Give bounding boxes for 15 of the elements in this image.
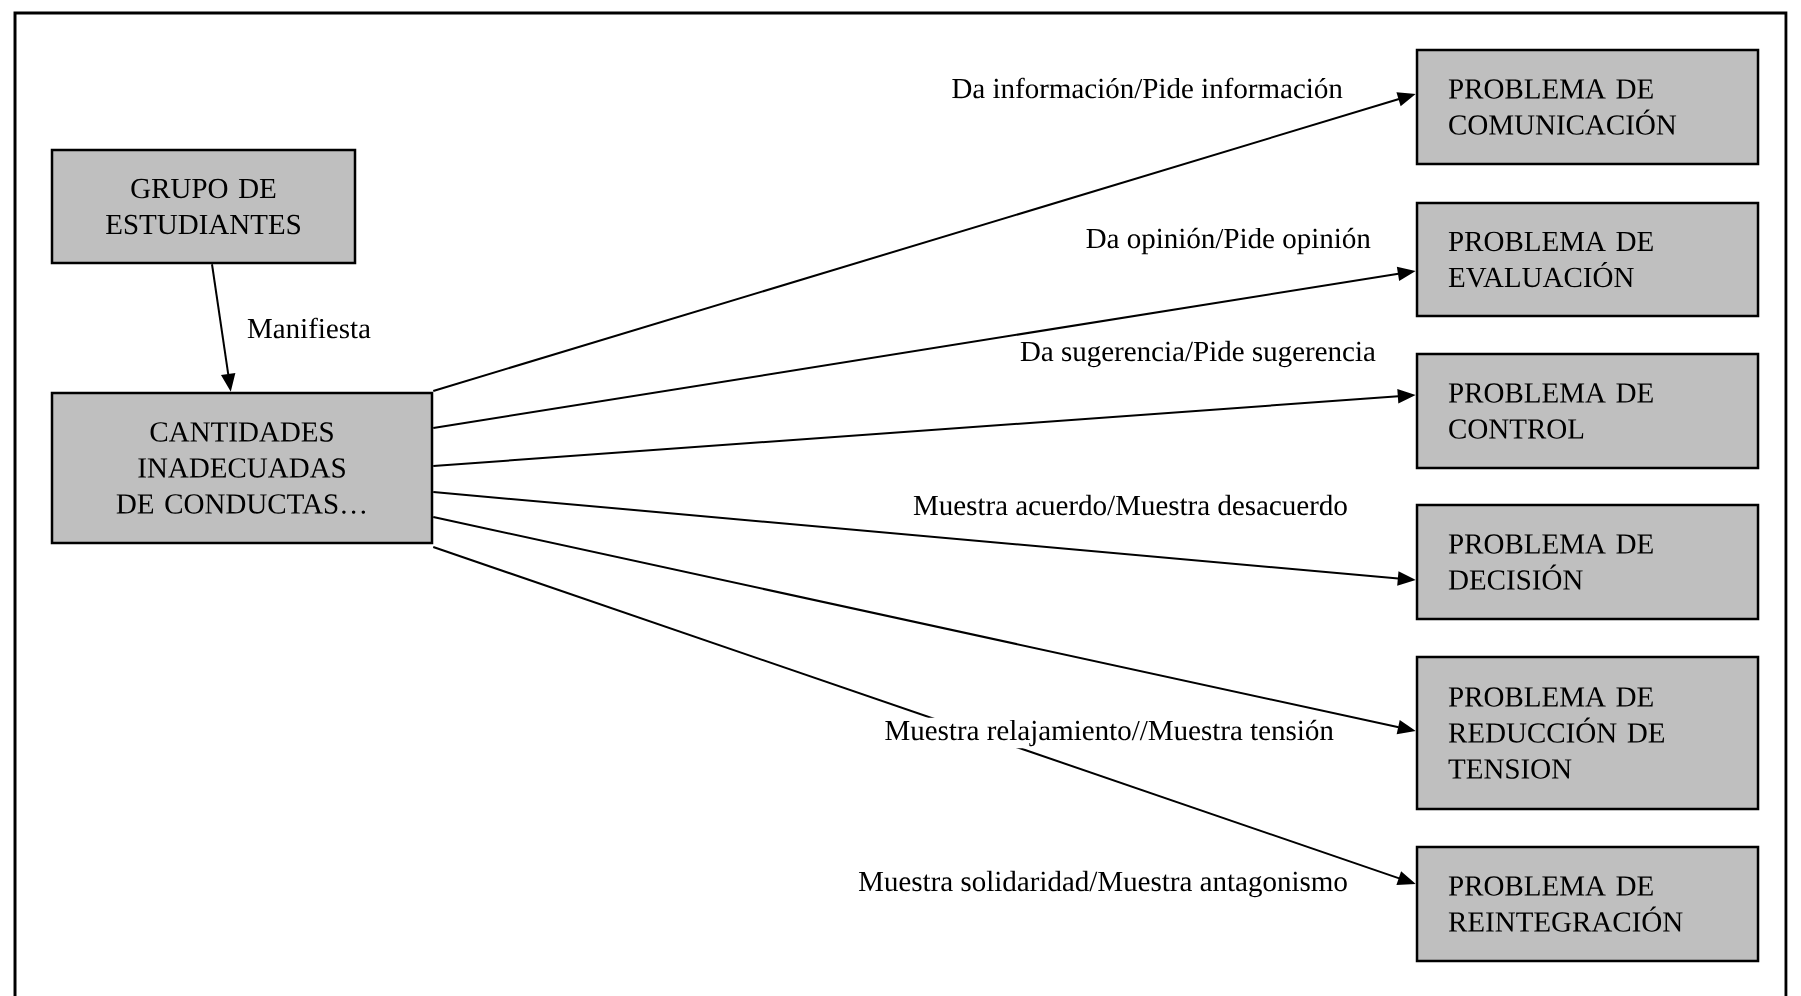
- edge-label: Da opinión/Pide opinión: [1083, 225, 1373, 257]
- problem-box: PROBLEMA DE EVALUACIÓN: [1415, 201, 1760, 318]
- edge-label: Da información/Pide información: [949, 75, 1345, 101]
- problem-box: PROBLEMA DE REDUCCIÓN DE TENSION: [1415, 655, 1760, 811]
- edge-label: Muestra solidaridad/Muestra antagonismo: [856, 868, 1350, 900]
- problem-box: CANTIDADES INADECUADAS DE CONDUCTAS…: [50, 391, 434, 545]
- edge-label: Muestra relajamiento//Muestra tensión: [882, 717, 1336, 749]
- problem-box: GRUPO DE ESTUDIANTES: [50, 148, 357, 265]
- problem-box: PROBLEMA DE CONTROL: [1415, 352, 1760, 470]
- edge-label: Manifiesta: [244, 315, 373, 341]
- problem-box: PROBLEMA DE REINTEGRACIÓN: [1415, 845, 1760, 963]
- edge-label: Muestra acuerdo/Muestra desacuerdo: [911, 492, 1350, 518]
- problem-box: PROBLEMA DE COMUNICACIÓN: [1415, 48, 1760, 166]
- problem-box: PROBLEMA DE DECISIÓN: [1415, 503, 1760, 621]
- edge-label: Da sugerencia/Pide sugerencia: [1017, 338, 1378, 370]
